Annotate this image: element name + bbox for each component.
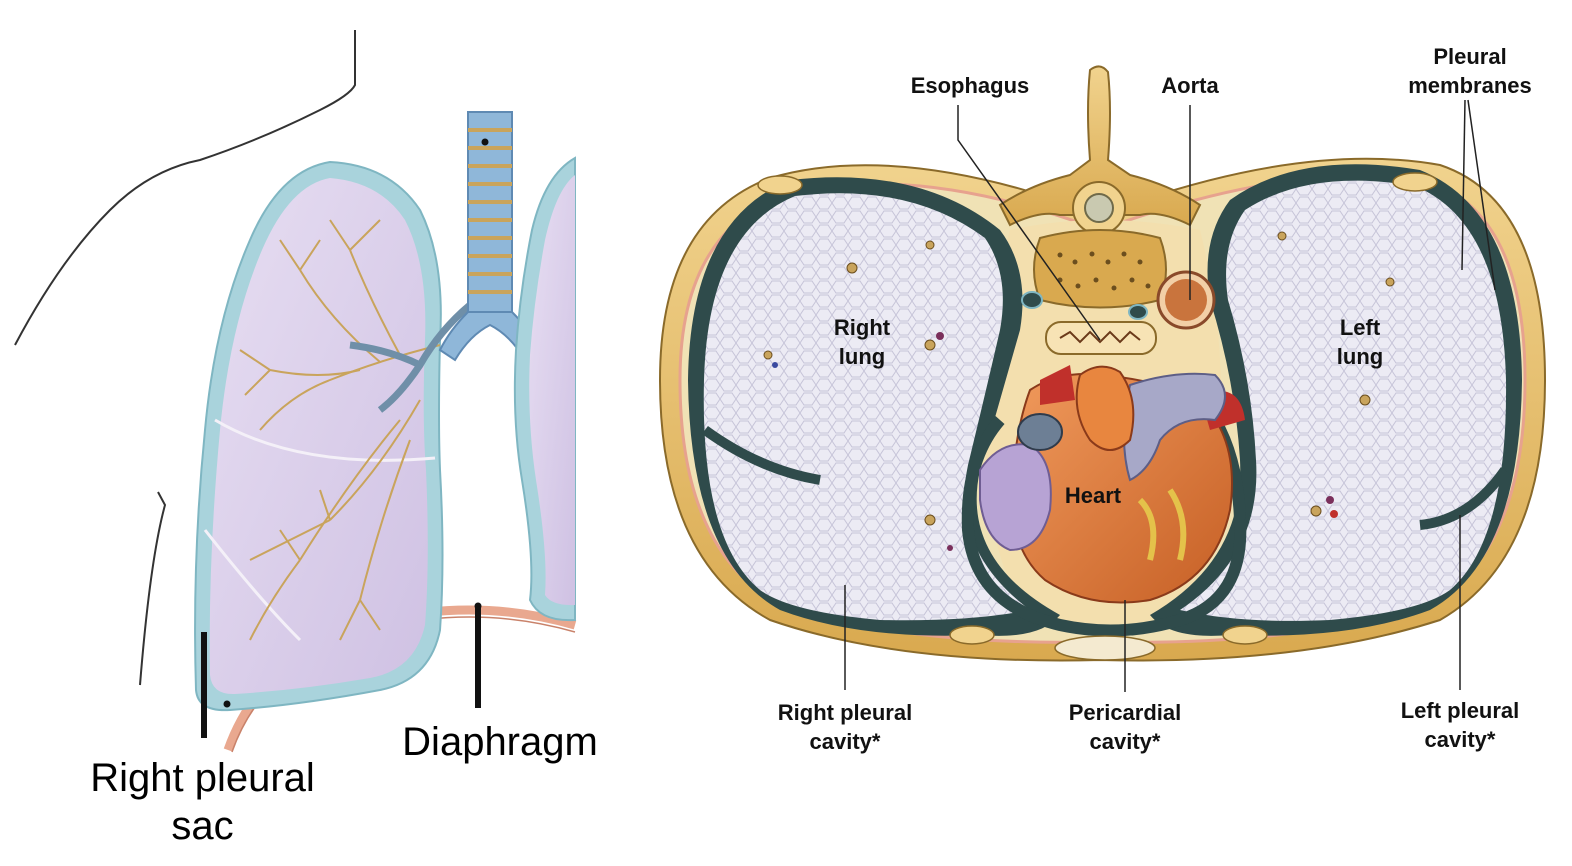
right-pleural-cavity-label-line2: cavity*	[809, 728, 881, 754]
left-lung-shape	[529, 175, 575, 606]
right-pleural-cavity-label: Right pleural cavity*	[745, 699, 945, 756]
bronchi-main	[349, 302, 473, 413]
heart-shape	[979, 365, 1245, 604]
pleural-membranes-label: Pleural membranes	[1390, 43, 1550, 100]
left-lung-section	[1180, 180, 1507, 621]
left-pleural-cavity-label-line1: Left pleural	[1400, 698, 1520, 723]
left-lung-label: Left lung	[1310, 314, 1410, 371]
esophagus-leader	[957, 105, 1101, 341]
right-lung-shape	[209, 178, 428, 695]
aorta-label: Aorta	[1161, 73, 1219, 98]
bronchial-tree	[239, 219, 441, 641]
pleural-membranes-leader-2	[1467, 99, 1496, 291]
left-pleural-cavity-line	[1419, 467, 1510, 530]
right-lung-label-line2: lung	[838, 343, 886, 369]
left-pleural-cavity-label-line2: cavity*	[1424, 726, 1496, 752]
pericardial-cavity-label: Pericardial cavity*	[1040, 699, 1210, 756]
pericardial-cavity-label-line2: cavity*	[1089, 728, 1161, 754]
right-pleural-sac-label-line2: sac	[171, 804, 234, 848]
right-pleural-sac-label: Right pleural sac	[60, 754, 345, 850]
diaphragm-label: Diaphragm	[402, 720, 598, 764]
esophagus-label: Esophagus	[910, 73, 1030, 98]
right-pleural-sac-label-line1: Right pleural	[90, 756, 315, 800]
right-pleural-cavity-label-line1: Right pleural	[777, 700, 913, 725]
lung-fissure-oblique	[203, 529, 302, 642]
vertebra	[998, 65, 1202, 309]
right-figure	[658, 65, 1547, 692]
right-lung-label-line1: Right	[833, 315, 891, 340]
vessel-small	[1128, 304, 1148, 320]
left-pleural-cavity-label: Left pleural cavity*	[1370, 697, 1550, 754]
leader-lines	[844, 99, 1496, 692]
left-lung-label-line1: Left	[1339, 315, 1381, 340]
vessel-small	[1021, 291, 1043, 309]
pleural-membranes-label-line2: membranes	[1408, 72, 1532, 98]
left-lung-label-line2: lung	[1336, 343, 1384, 369]
aorta-shape	[1156, 270, 1216, 330]
body-outline-lower	[139, 491, 167, 686]
trachea	[438, 111, 542, 362]
right-lung-section	[703, 193, 1030, 621]
pleural-membranes-leader-1	[1461, 99, 1466, 271]
lung-vessels	[763, 231, 1395, 551]
pericardial-sac	[961, 416, 1247, 637]
heart-label: Heart	[1064, 483, 1122, 508]
pleural-membranes-label-line1: Pleural	[1433, 44, 1507, 69]
pericardial-cavity-label-line1: Pericardial	[1068, 700, 1182, 725]
body-outline	[14, 30, 356, 346]
right-pleural-cavity-line	[702, 425, 821, 485]
left-figure	[14, 30, 577, 753]
esophagus-shape	[1045, 321, 1157, 355]
rib-sections	[757, 172, 1438, 661]
right-lung-label: Right lung	[812, 314, 912, 371]
